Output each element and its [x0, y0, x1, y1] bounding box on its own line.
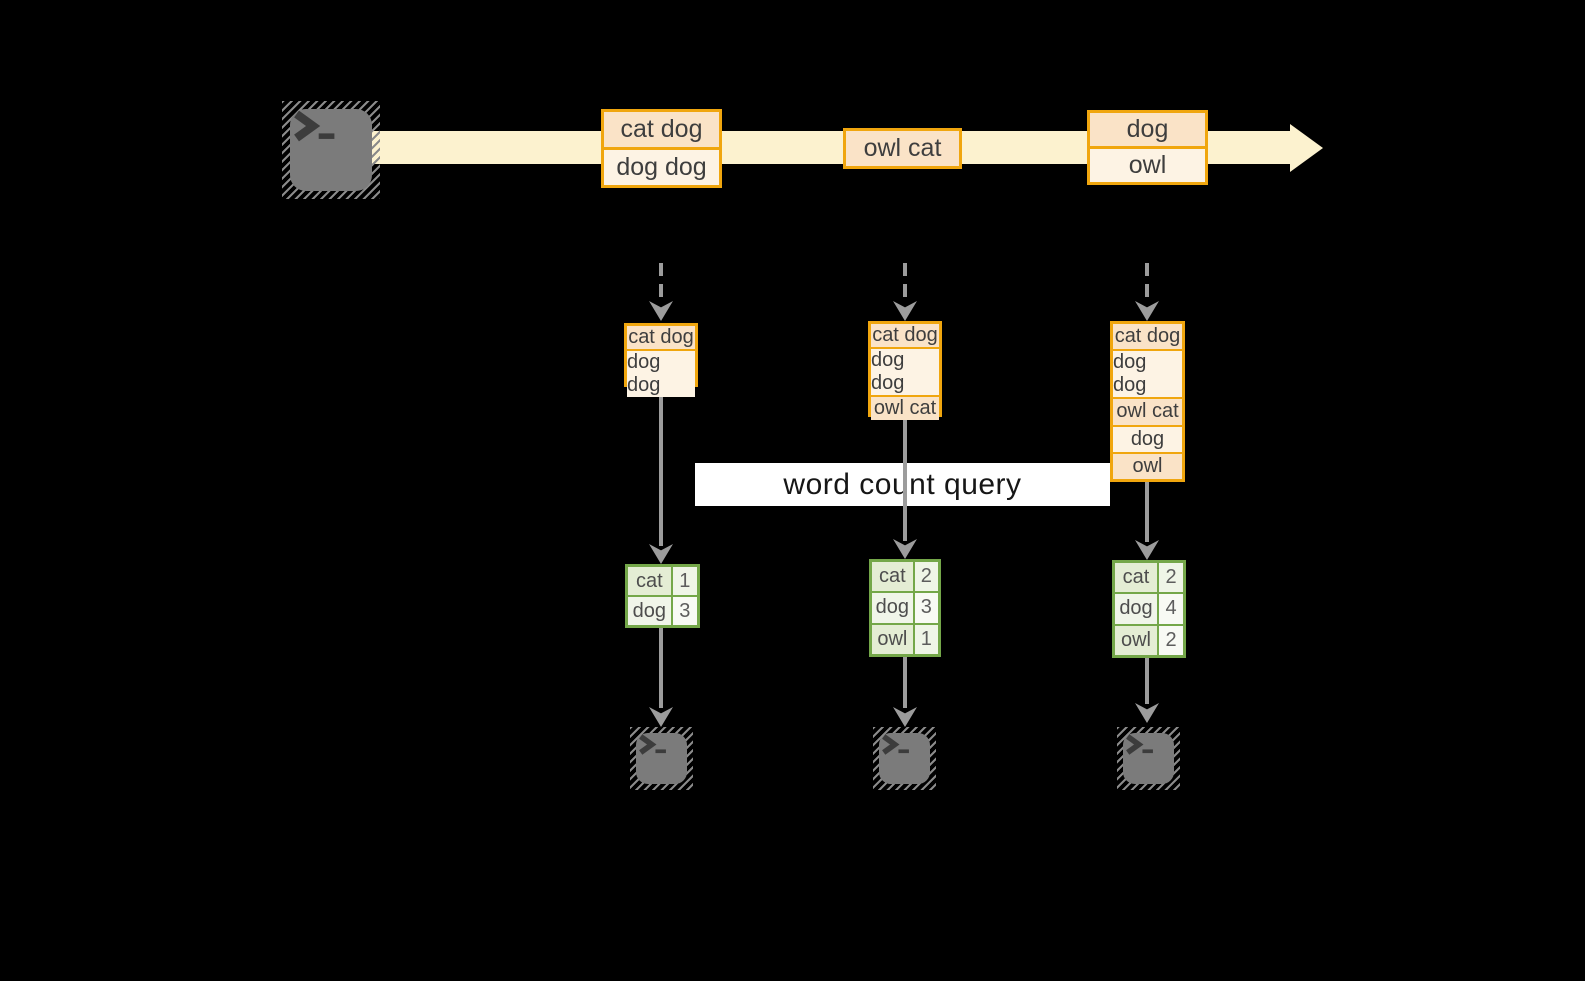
buffer-row: owl cat: [1113, 397, 1182, 425]
batch-row: cat dog: [604, 112, 719, 147]
arrowhead-down-icon: [1135, 301, 1159, 321]
shell-prompt-icon: [639, 734, 666, 755]
count-cell: 1: [672, 567, 697, 595]
connector-line: [1145, 482, 1149, 542]
connector-line: [659, 387, 663, 546]
buffer-row: owl: [1113, 451, 1182, 479]
arrowhead-down-icon: [649, 301, 673, 321]
word-cell: cat: [872, 562, 913, 592]
word-cell: dog: [628, 597, 671, 625]
count-table-1: cat 1 dog 3: [625, 564, 700, 628]
count-cell: 2: [1159, 625, 1183, 655]
sink-terminal-icon: [630, 727, 693, 790]
word-cell: cat: [628, 567, 671, 595]
word-cell: cat: [1115, 563, 1157, 593]
batch-row: owl cat: [846, 131, 959, 166]
buffer-row: dog dog: [1113, 349, 1182, 398]
count-cell: 3: [672, 597, 697, 625]
buffer-stack-2: cat dog dog dog owl cat: [868, 321, 942, 420]
word-cell: owl: [872, 624, 913, 654]
dashed-arrow-line: [903, 263, 907, 301]
arrowhead-down-icon: [893, 301, 917, 321]
arrowhead-down-icon: [1135, 703, 1159, 723]
count-cell: 2: [914, 562, 938, 592]
count-cell: 1: [914, 624, 938, 654]
word-cell: dog: [1115, 594, 1157, 624]
buffer-row: dog dog: [627, 349, 695, 397]
buffer-row: cat dog: [627, 326, 695, 349]
dashed-arrow-line: [659, 263, 663, 301]
connector-line: [903, 657, 907, 708]
arrowhead-down-icon: [893, 707, 917, 727]
stream-batch-1: cat dog dog dog: [601, 109, 722, 188]
count-cell: 3: [914, 593, 938, 623]
query-label: word count query: [695, 463, 1110, 506]
batch-row: dog dog: [604, 147, 719, 185]
buffer-row: cat dog: [871, 324, 939, 347]
stream-batch-2: owl cat: [843, 128, 962, 169]
buffer-row: cat dog: [1113, 324, 1182, 350]
shell-prompt-icon: [294, 110, 335, 142]
buffer-row: dog: [1113, 424, 1182, 452]
count-table-2: cat 2 dog 3 owl 1: [869, 559, 941, 657]
sink-terminal-icon: [873, 727, 936, 790]
source-terminal-icon: [282, 101, 380, 199]
stream-arrow-head: [1290, 124, 1323, 172]
word-cell: dog: [872, 593, 913, 623]
arrowhead-down-icon: [649, 544, 673, 564]
count-table-3: cat 2 dog 4 owl 2: [1112, 560, 1186, 658]
arrowhead-down-icon: [893, 539, 917, 559]
count-cell: 2: [1159, 563, 1183, 593]
arrowhead-down-icon: [1135, 540, 1159, 560]
dashed-arrow-line: [1145, 263, 1149, 301]
shell-prompt-icon: [882, 734, 909, 755]
connector-line: [659, 628, 663, 708]
batch-row: dog: [1090, 113, 1205, 146]
count-cell: 4: [1159, 594, 1183, 624]
buffer-row: dog dog: [871, 347, 939, 395]
connector-line: [903, 417, 907, 541]
buffer-stack-3: cat dog dog dog owl cat dog owl: [1110, 321, 1185, 482]
buffer-stack-1: cat dog dog dog: [624, 323, 698, 397]
stream-batch-3: dog owl: [1087, 110, 1208, 185]
arrowhead-down-icon: [649, 707, 673, 727]
word-cell: owl: [1115, 625, 1157, 655]
sink-terminal-icon: [1117, 727, 1180, 790]
shell-prompt-icon: [1126, 734, 1153, 755]
buffer-row: owl cat: [871, 395, 939, 420]
connector-line: [1145, 658, 1149, 704]
batch-row: owl: [1090, 146, 1205, 182]
